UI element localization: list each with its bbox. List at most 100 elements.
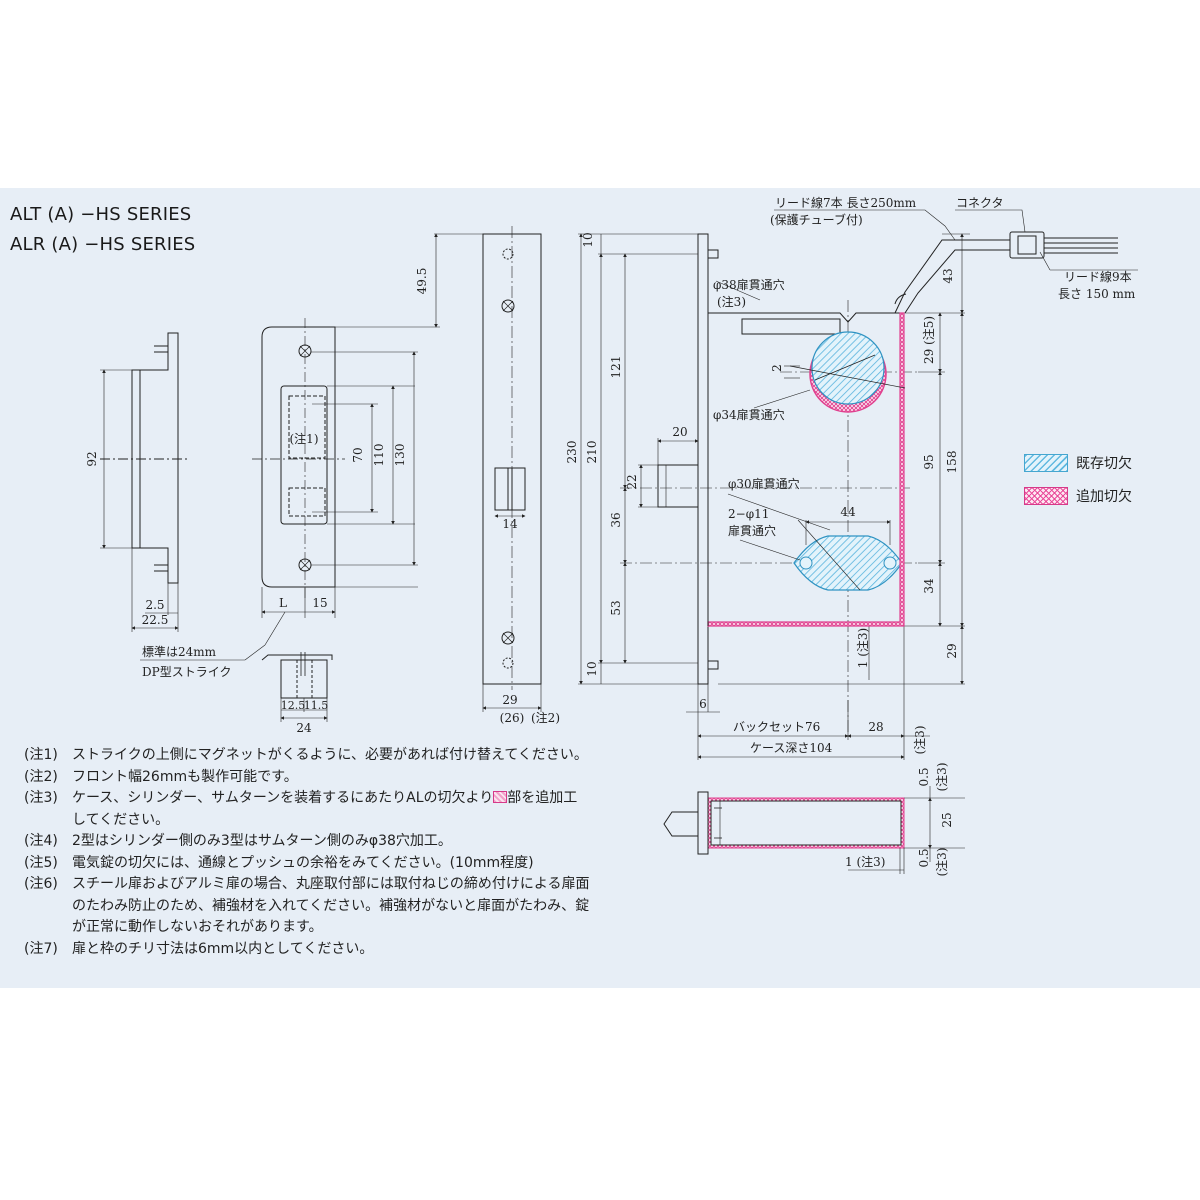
series-titles: ALT (A) −HS SERIES ALR (A) −HS SERIES — [10, 200, 195, 260]
legend: 既存切欠 追加切欠 — [1024, 452, 1132, 518]
note-item: (注6) スチール扉およびアルミ扉の場合、丸座取付部には取付ねじの締め付けによる扉… — [24, 874, 674, 939]
additional-cut-swatch — [1024, 487, 1068, 505]
legend-label-existing: 既存切欠 — [1076, 456, 1132, 472]
dim-26: (26) — [500, 711, 525, 725]
lead-wire-9: リード線9本 — [1064, 269, 1132, 284]
lead-wire-7: リード線7本 長さ250mm — [775, 195, 917, 210]
strike-note1: (注1) — [290, 431, 319, 446]
dim-29-lower: 29 — [945, 643, 959, 658]
note-label: (注3) — [24, 790, 58, 806]
dim-70: 70 — [351, 447, 365, 462]
cutout-shapes — [707, 312, 906, 627]
strike-dp-type: DP型ストライク — [142, 665, 231, 679]
dim-25: 25 — [940, 812, 954, 827]
note-text-before: ケース、シリンダー、サムターンを装着するにあたりALの切欠より — [72, 790, 494, 806]
note-text: 電気錠の切欠には、通線とプッシュの余裕をみてください。(10mm程度) — [72, 854, 534, 871]
dp-strike-view — [261, 652, 333, 722]
dim-28: 28 — [868, 720, 883, 734]
note-text: 扉と枠のチリ寸法は6mm以内としてください。 — [72, 940, 374, 957]
dim-2: 2 — [770, 364, 784, 372]
connector-label: コネクタ — [956, 196, 1004, 210]
dim-130: 130 — [393, 444, 407, 467]
additional-cut-icon — [493, 791, 508, 803]
series-title-alr: ALR (A) −HS SERIES — [10, 234, 196, 255]
hole-2-11-sub-label: 扉貫通穴 — [728, 523, 776, 538]
side-note3-bottom: (注3) — [934, 848, 949, 877]
dim-36: 36 — [609, 512, 623, 527]
side-dim-1-note3: 1 (注3) — [845, 854, 885, 869]
existing-cut-swatch — [1024, 454, 1068, 472]
dim-10-top: 10 — [581, 232, 595, 247]
strike-side-view — [100, 332, 190, 632]
lock-body-view — [578, 233, 965, 760]
strike-front-view — [140, 318, 440, 661]
case-depth-note3: (注3) — [912, 726, 927, 755]
side-note3-top: (注3) — [934, 763, 949, 792]
hole-2-11-label: 2−φ11 — [728, 507, 769, 521]
dim-22-5: 22.5 — [142, 613, 169, 627]
legend-label-additional: 追加切欠 — [1076, 489, 1132, 505]
hole-34-label: φ34扉貫通穴 — [713, 407, 785, 422]
dim-95: 95 — [922, 454, 936, 469]
dim-10-bottom: 10 — [585, 661, 599, 676]
dim-11-5: 11.5 — [304, 699, 329, 712]
dim-0-5-top: 0.5 — [917, 767, 931, 786]
dim-121: 121 — [609, 356, 623, 379]
legend-item-existing: 既存切欠 — [1024, 452, 1132, 474]
note-item: (注5) 電気錠の切欠には、通線とプッシュの余裕をみてください。(10mm程度) — [24, 853, 674, 875]
note-text: ストライクの上側にマグネットがくるように、必要があれば付け替えてください。 — [72, 747, 588, 763]
dim-44: 44 — [840, 505, 856, 519]
strike-standard-note: 標準は24mm — [142, 644, 217, 659]
hole-38-label: φ38扉貫通穴 — [713, 277, 785, 292]
note-item: (注7) 扉と枠のチリ寸法は6mm以内としてください。 — [24, 939, 674, 961]
dim-24: 24 — [296, 721, 312, 735]
front-note2: (注2) — [531, 710, 560, 725]
legend-item-additional: 追加切欠 — [1024, 485, 1132, 507]
note-text: 2型はシリンダー側のみ3型はサムターン側のみφ38穴加工。 — [72, 833, 452, 849]
lock-side-view — [663, 786, 965, 874]
dim-1-note3: 1 (注3) — [855, 628, 870, 668]
note-label: (注6) — [24, 876, 58, 892]
note-label: (注2) — [24, 768, 58, 785]
protective-tube: (保護チューブ付) — [770, 212, 863, 227]
series-title-alt: ALT (A) −HS SERIES — [10, 204, 192, 225]
dim-12-5: 12.5 — [281, 699, 306, 712]
front-plate-view — [434, 226, 542, 712]
note-text: フロント幅26mmも製作可能です。 — [72, 768, 298, 785]
note-item: (注4)2型はシリンダー側のみ3型はサムターン側のみφ38穴加工。 — [24, 831, 674, 853]
dim-110: 110 — [372, 444, 386, 467]
lead-wires — [715, 209, 1138, 591]
dim-29-note5: 29 (注5) — [921, 316, 936, 364]
dim-53: 53 — [609, 600, 623, 615]
dim-0-5-bottom: 0.5 — [917, 848, 931, 867]
dim-210: 210 — [585, 441, 599, 464]
backset-label: バックセット76 — [733, 720, 820, 734]
dim-14: 14 — [502, 517, 518, 531]
hole-38-note3: (注3) — [717, 294, 746, 309]
note-item: (注1) ストライクの上側にマグネットがくるように、必要があれば付け替えてください… — [24, 745, 674, 767]
dim-43: 43 — [941, 268, 955, 283]
dim-92: 92 — [85, 451, 99, 466]
dim-29-front: 29 — [502, 693, 517, 707]
note-text: スチール扉およびアルミ扉の場合、丸座取付部には取付ねじの締め付けによる扉面 のた… — [72, 876, 590, 935]
note-label: (注1) — [24, 747, 58, 763]
dim-34: 34 — [922, 578, 936, 594]
dim-22: 22 — [625, 474, 639, 489]
note-text: ケース、シリンダー、サムターンを装着するにあたりALの切欠より部を追加工 してく… — [72, 788, 674, 831]
notes-list: (注1) ストライクの上側にマグネットがくるように、必要があれば付け替えてください… — [24, 745, 674, 960]
hole-30-label: φ30扉貫通穴 — [728, 476, 800, 491]
dim-49-5: 49.5 — [415, 268, 429, 295]
note-item: (注2) フロント幅26mmも製作可能です。 — [24, 767, 674, 789]
note-text-after: 部を追加工 してください。 — [72, 790, 578, 828]
note-item: (注3) ケース、シリンダー、サムターンを装着するにあたりALの切欠より部を追加工… — [24, 788, 674, 831]
dim-15: 15 — [312, 596, 327, 610]
dim-230: 230 — [565, 441, 579, 464]
note-label: (注5) — [24, 854, 58, 871]
note-label: (注7) — [24, 940, 58, 957]
dim-158: 158 — [945, 451, 959, 474]
dim-2-5: 2.5 — [145, 598, 164, 612]
case-depth-label: ケース深さ104 — [750, 741, 833, 755]
dim-L: L — [279, 596, 287, 610]
dim-6: 6 — [699, 697, 707, 711]
